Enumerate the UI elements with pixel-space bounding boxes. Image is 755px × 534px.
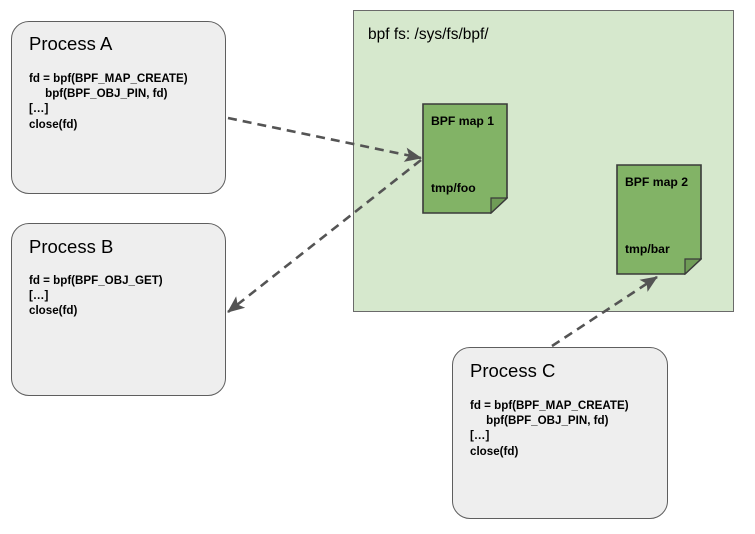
bpf-filesystem-label: bpf fs: /sys/fs/bpf/ [368,26,489,43]
process-b-code: fd = bpf(BPF_OBJ_GET) […] close(fd) [29,274,163,318]
process-c-box[interactable] [452,347,668,519]
bpf-map-2-path: tmp/bar [625,242,670,256]
map-folded-corner [490,197,508,214]
bpf-map-1-title: BPF map 1 [431,114,494,128]
process-c-title: Process C [470,360,556,381]
bpf-map-1-path: tmp/foo [431,181,476,195]
process-b-title: Process B [29,236,114,257]
process-a-box[interactable] [11,21,226,194]
bpf-map-2-shape[interactable] [616,164,702,275]
process-a-code: fd = bpf(BPF_MAP_CREATE) bpf(BPF_OBJ_PIN… [29,72,188,131]
process-a-title: Process A [29,33,113,54]
process-b-box[interactable] [11,223,226,396]
map-folded-corner [684,258,702,275]
bpf-map-1-shape[interactable] [422,103,508,214]
bpf-map-2-title: BPF map 2 [625,175,688,189]
process-c-code: fd = bpf(BPF_MAP_CREATE) bpf(BPF_OBJ_PIN… [470,399,629,458]
